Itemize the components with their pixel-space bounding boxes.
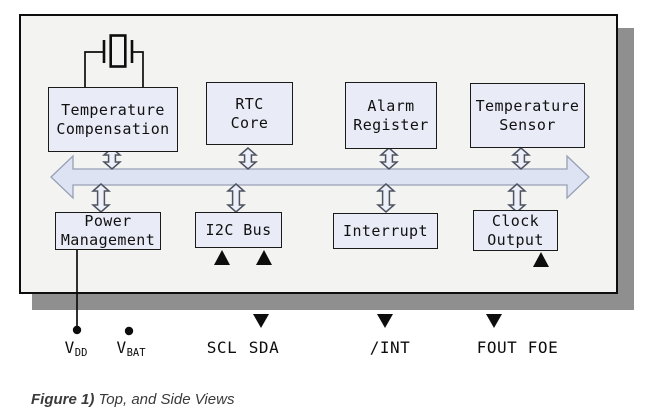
- pin-label-fout: FOUT: [476, 338, 518, 357]
- pin-label-vbat: VBAT: [116, 338, 146, 359]
- block-temperature-sensor: Temperature Sensor: [470, 83, 585, 148]
- block-i2c-bus: I2C Bus: [195, 212, 282, 248]
- figure-caption-number: Figure 1): [31, 391, 95, 408]
- block-clock-output: Clock Output: [473, 210, 558, 251]
- block-alarm-register: Alarm Register: [345, 82, 437, 149]
- pin-arrow-icons: [253, 314, 502, 328]
- pin-label-vdd-sub: DD: [74, 346, 88, 359]
- vbat-pin-dot: [124, 326, 134, 336]
- pin-label-vbat-sub: BAT: [126, 346, 146, 359]
- block-interrupt: Interrupt: [333, 213, 438, 249]
- pin-label-scl: SCL: [206, 338, 238, 357]
- figure-caption-text: Top, and Side Views: [94, 391, 235, 408]
- block-temperature-compensation: Temperature Compensation: [48, 87, 178, 152]
- block-power-management: Power Management: [55, 212, 161, 250]
- pin-label-sda: SDA: [248, 338, 280, 357]
- block-rtc-core: RTC Core: [206, 82, 293, 145]
- vdd-pin-dot: [72, 325, 82, 335]
- figure-caption: Figure 1) Top, and Side Views: [31, 391, 234, 408]
- pin-label-foe: FOE: [527, 338, 559, 357]
- pin-label-int: /INT: [369, 338, 411, 357]
- pin-label-vdd: VDD: [64, 338, 88, 359]
- chip-outline-box: [19, 14, 618, 294]
